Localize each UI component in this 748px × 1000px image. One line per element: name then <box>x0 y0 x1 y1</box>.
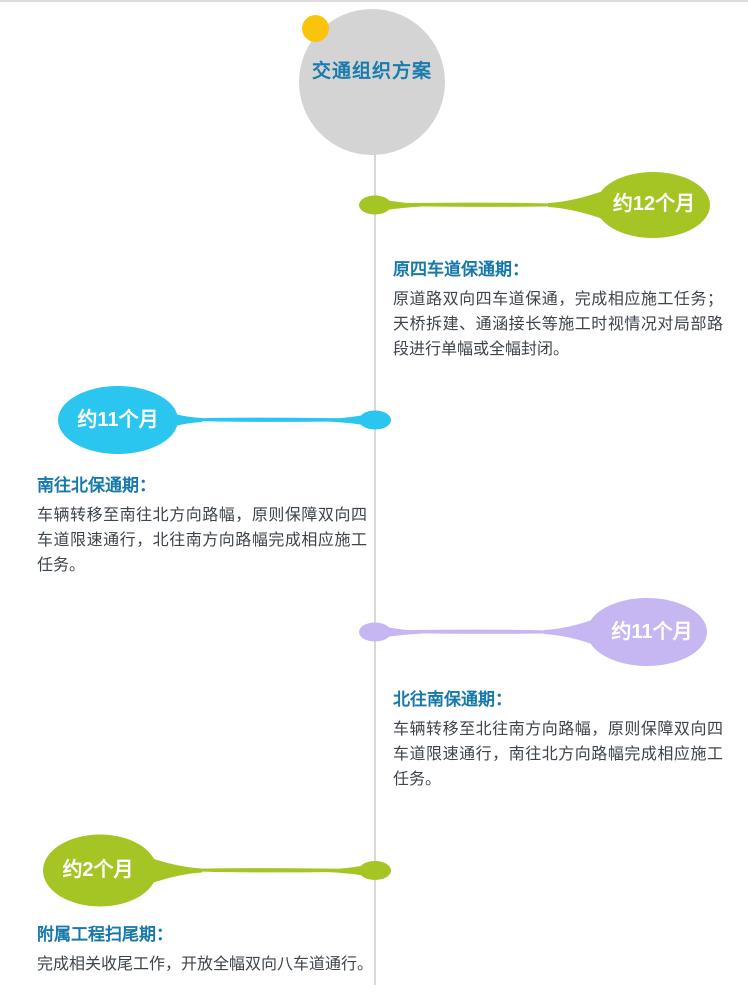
phase-4-text-block: 附属工程扫尾期： 完成相关收尾工作，开放全幅双向八车道通行。 <box>37 923 417 977</box>
phase-2-duration-badge: 约11个月 <box>77 409 159 431</box>
phase-4-description: 完成相关收尾工作，开放全幅双向八车道通行。 <box>37 956 374 973</box>
phase-1-bubble-shape <box>359 172 710 238</box>
phase-4-title: 附属工程扫尾期： <box>37 925 173 944</box>
phase-2-title: 南往北保通期： <box>37 476 156 495</box>
phase-1-text-block: 原四车道保通期： 原道路双向四车道保通，完成相应施工任务；天桥拆建、通涵接长等施… <box>393 258 723 362</box>
phase-1-description: 原道路双向四车道保通，完成相应施工任务；天桥拆建、通涵接长等施工时视情况对局部路… <box>393 291 723 358</box>
phase-2-bubble-shape <box>58 386 391 454</box>
phase-3-description: 车辆转移至北往南方向路幅，原则保障双向四车道限速通行，南往北方向路幅完成相应施工… <box>393 721 723 788</box>
timeline-axis <box>374 82 376 985</box>
phase-2-text-block: 南往北保通期： 车辆转移至南往北方向路幅，原则保障双向四车道限速通行，北往南方向… <box>37 474 367 578</box>
page-title: 交通组织方案 <box>311 60 432 82</box>
phase-1-title: 原四车道保通期： <box>393 260 529 279</box>
phase-3-title: 北往南保通期： <box>393 690 512 709</box>
phase-2-description: 车辆转移至南往北方向路幅，原则保障双向四车道限速通行，北往南方向路幅完成相应施工… <box>37 507 367 574</box>
phase-4-bubble-shape <box>43 834 391 907</box>
phase-1-duration-badge: 约12个月 <box>612 193 696 215</box>
phase-3-duration-badge: 约11个月 <box>611 621 693 643</box>
accent-dot-icon <box>302 15 329 42</box>
phase-4-duration-badge: 约2个月 <box>62 859 134 881</box>
phase-3-bubble-shape <box>359 598 707 666</box>
top-divider <box>0 0 748 2</box>
phase-3-text-block: 北往南保通期： 车辆转移至北往南方向路幅，原则保障双向四车道限速通行，南往北方向… <box>393 688 723 792</box>
